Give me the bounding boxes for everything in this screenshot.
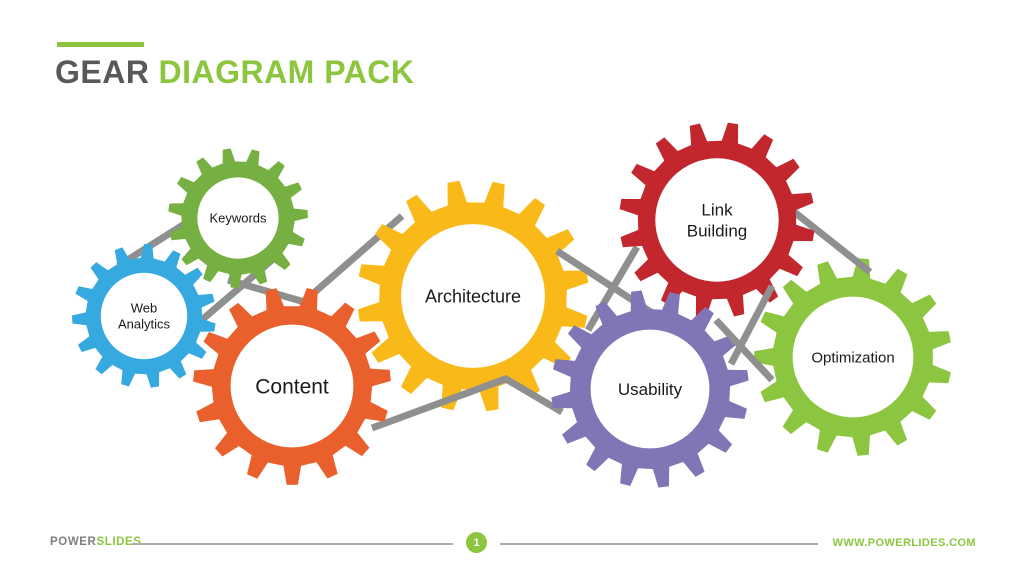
gear-hub-web-analytics (100, 272, 188, 360)
brand-logo-part2: SLIDES (96, 536, 142, 548)
connector-rod (790, 208, 873, 275)
gear-label-keywords: Keywords (209, 211, 267, 226)
gear-hub-keywords (197, 177, 279, 259)
brand-logo-part1: POWER (50, 536, 97, 548)
footer-rule-right (500, 543, 818, 545)
gear-hub-usability (590, 329, 710, 449)
gear-label-usability: Usability (618, 380, 683, 399)
page-title-part2: DIAGRAM PACK (158, 54, 415, 90)
connector-rod (727, 284, 776, 366)
footer-rule-left (132, 543, 453, 545)
gear-label-content: Content (255, 375, 329, 398)
title-accent-bar (57, 42, 144, 47)
gear-optimization: Optimization (754, 258, 951, 456)
gear-hub-link-building (655, 158, 779, 282)
connector-rod (584, 245, 641, 332)
page-number-badge: 1 (466, 532, 487, 553)
gear-architecture: Architecture (357, 180, 589, 412)
gear-hub-optimization (792, 296, 914, 418)
page-title-part1: GEAR (55, 54, 150, 90)
gear-hub-content (230, 324, 354, 448)
gear-hub-architecture (401, 224, 545, 368)
gear-usability: Usability (551, 290, 749, 488)
gear-keywords: Keywords (168, 148, 308, 288)
connector-rod (713, 317, 775, 383)
gear-label-architecture: Architecture (425, 286, 521, 306)
connector-rod (370, 374, 510, 432)
gear-label-optimization: Optimization (811, 349, 894, 366)
brand-logo: POWERSLIDES (50, 536, 142, 548)
website-url: WWW.POWERLIDES.COM (832, 537, 976, 549)
gear-content: Content (193, 288, 391, 485)
